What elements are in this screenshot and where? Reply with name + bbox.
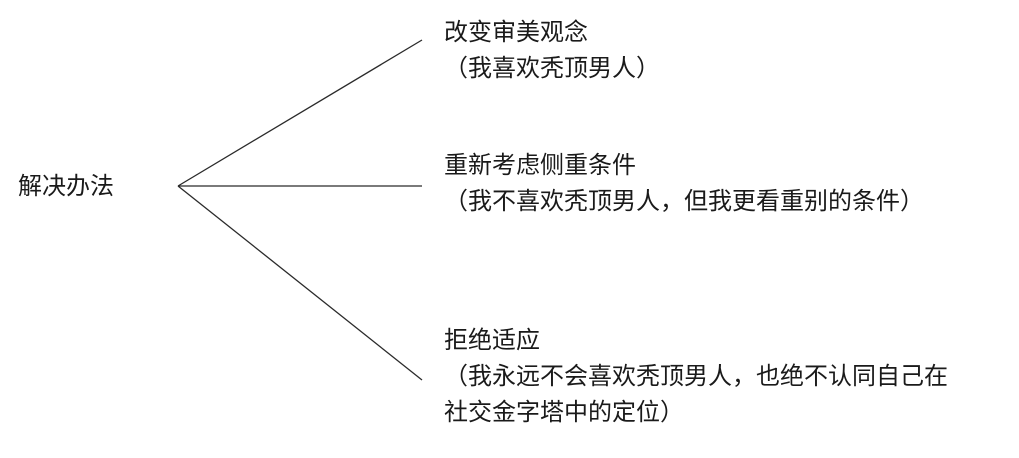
branch-2: 重新考虑侧重条件 （我不喜欢秃顶男人，但我更看重别的条件） [444, 147, 924, 219]
connector-line-branch-1 [177, 39, 423, 187]
branch-3: 拒绝适应 （我永远不会喜欢秃顶男人，也绝不认同自己在 社交金字塔中的定位） [444, 322, 948, 430]
connector-line-branch-3 [177, 185, 423, 381]
branch-3-title: 拒绝适应 [444, 326, 540, 354]
branch-2-title: 重新考虑侧重条件 [444, 151, 636, 179]
branch-1-note-line-1: （我喜欢秃顶男人） [444, 54, 660, 82]
branch-3-note-line-2: 社交金字塔中的定位） [444, 398, 684, 426]
branch-1-title: 改变审美观念 [444, 18, 588, 46]
branch-3-note-line-1: （我永远不会喜欢秃顶男人，也绝不认同自己在 [444, 362, 948, 390]
branch-2-note-line-1: （我不喜欢秃顶男人，但我更看重别的条件） [444, 187, 924, 215]
root-node: 解决办法 [18, 172, 114, 200]
branch-1: 改变审美观念 （我喜欢秃顶男人） [444, 14, 660, 86]
